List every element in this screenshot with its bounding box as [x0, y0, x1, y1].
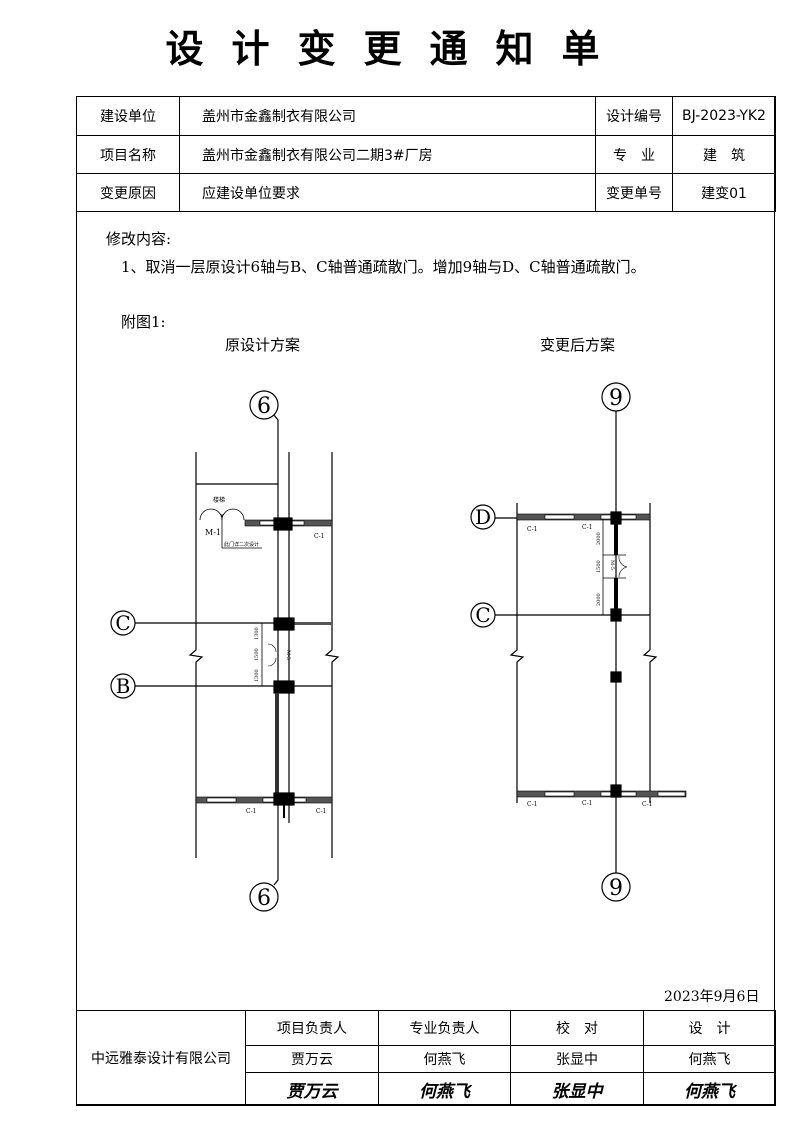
column: [273, 517, 293, 531]
content-item-1: 1、取消一层原设计6轴与B、C轴普通疏散门。增加9轴与D、C轴普通疏散门。: [121, 258, 646, 276]
design-company: 中远雅泰设计有限公司: [76, 1010, 246, 1106]
drawing-label: 1500: [596, 560, 602, 573]
room-label: 楼梯: [213, 496, 225, 504]
content-heading: 修改内容:: [106, 230, 172, 248]
drawing-label: C-1: [642, 801, 652, 808]
role-designer: 设 计: [643, 1010, 776, 1046]
column: [610, 671, 622, 683]
axis-bubble-6-top: [249, 390, 279, 420]
axis-label-6-top: 6: [257, 394, 271, 419]
role-project-lead: 项目负责人: [245, 1010, 379, 1046]
drawing-label: M-5: [285, 650, 291, 660]
drawing-label: 1300: [254, 627, 260, 640]
signature-checker: 张显中: [510, 1072, 644, 1106]
right-caption: 变更后方案: [540, 336, 616, 354]
name-discipline-lead: 何燕飞: [378, 1045, 511, 1073]
column: [273, 792, 295, 806]
column: [273, 617, 295, 631]
signature-discipline-lead: 何燕飞: [378, 1072, 511, 1106]
name-designer: 何燕飞: [643, 1045, 776, 1073]
page-title: 设计变更通知单: [165, 26, 628, 71]
name-checker: 张显中: [510, 1045, 644, 1073]
axis-label-d: D: [475, 505, 491, 529]
axis-label-6-bottom: 6: [257, 886, 271, 911]
drawing-label: 1300: [254, 669, 260, 682]
drawing-label: M-5: [609, 560, 615, 570]
axis-label-b: B: [116, 674, 131, 698]
column: [610, 511, 622, 525]
column: [273, 680, 295, 694]
role-checker: 校 对: [510, 1010, 644, 1046]
axis-label-c: C: [475, 603, 490, 627]
signature-designer: 何燕飞: [643, 1072, 776, 1106]
drawing-label: C-1: [582, 524, 592, 531]
drawing-label: C-1: [582, 800, 592, 807]
axis-label-9-bottom: 9: [609, 876, 623, 901]
axis-bubble-9-bottom: [601, 872, 631, 902]
axis-label-9-top: 9: [609, 386, 623, 411]
drawing-label: 2000: [596, 593, 602, 606]
window-label: C-1: [314, 533, 324, 540]
drawing-label: C-1: [527, 801, 537, 808]
name-project-lead: 贾万云: [245, 1045, 379, 1073]
signature-project-lead: 贾万云: [245, 1072, 379, 1106]
revised-plan-drawing: 9 9 D C-1 C-1 2000 1500 2000 M-5: [470, 382, 687, 902]
drawing-label: C-1: [246, 808, 256, 815]
column: [610, 784, 622, 798]
value-change-no: 建变01: [672, 173, 776, 212]
drawing-label: C-1: [527, 526, 537, 533]
axis-bubble-d: [470, 504, 496, 530]
role-discipline-lead: 专业负责人: [378, 1010, 511, 1046]
door-label-m1: M-1: [205, 528, 221, 537]
door-note: 此门详二次设计: [224, 541, 259, 548]
figure-label: 附图1:: [121, 313, 166, 331]
axis-label-c: C: [115, 611, 130, 635]
date: 2023年9月6日: [664, 989, 760, 1005]
column: [610, 608, 622, 622]
axis-bubble-6-bottom: [249, 882, 279, 912]
left-caption: 原设计方案: [225, 336, 301, 354]
drawing-label: 2000: [596, 532, 602, 545]
original-plan-drawing: 6 6 楼梯 M-1 此门详二次设计 C-1 C B: [110, 390, 340, 912]
drawing-label: 1500: [254, 648, 260, 661]
drawing-label: C-1: [316, 808, 326, 815]
